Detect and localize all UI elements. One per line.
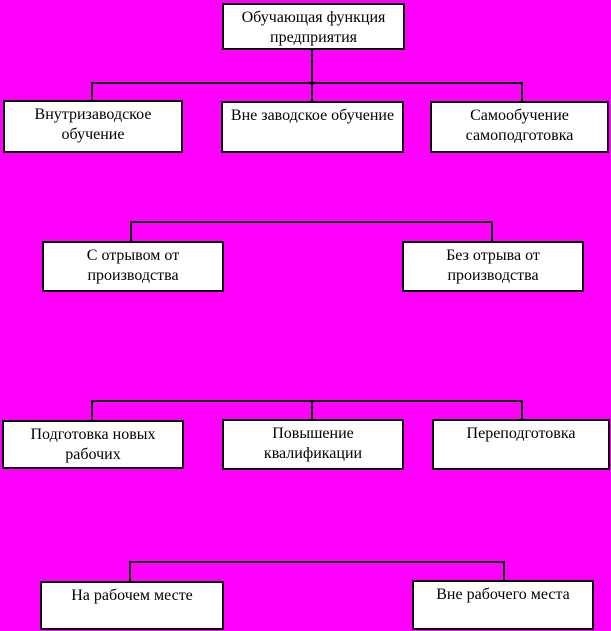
- connector-level4-drop-left: [91, 400, 93, 420]
- connector-level3-drop-left: [130, 221, 132, 241]
- node-self-training: Самообучение самоподготовка: [430, 101, 609, 153]
- node-off-production-training: С отрывом от производства: [42, 241, 224, 292]
- node-at-workplace: На рабочем месте: [40, 581, 224, 630]
- connector-level5-horizontal: [129, 561, 505, 563]
- node-training-function-root: Обучающая функция предприятия: [222, 3, 405, 50]
- connector-level3-horizontal: [130, 221, 493, 223]
- connector-level2-drop-left: [91, 82, 93, 100]
- node-retraining: Переподготовка: [432, 419, 610, 470]
- node-internal-training: Внутризаводское обучение: [3, 100, 183, 153]
- connector-level5-drop-right: [503, 561, 505, 580]
- node-new-workers-training: Подготовка новых рабочих: [2, 420, 184, 469]
- connector-level4-horizontal: [91, 400, 523, 402]
- connector-level5-drop-left: [129, 561, 131, 581]
- connector-level2-horizontal: [91, 82, 523, 84]
- connector-root-stem: [311, 50, 313, 83]
- connector-level4-drop-middle: [311, 400, 313, 419]
- connector-level2-drop-right: [521, 82, 523, 101]
- connector-level3-drop-right: [491, 221, 493, 241]
- node-external-training: Вне заводское обучение: [221, 101, 404, 153]
- node-upskilling: Повышение квалификации: [222, 419, 404, 470]
- node-off-workplace: Вне рабочего места: [412, 580, 594, 630]
- node-on-production-training: Без отрыва от производства: [402, 241, 584, 292]
- connector-level2-drop-middle: [311, 82, 313, 101]
- connector-level4-drop-right: [521, 400, 523, 419]
